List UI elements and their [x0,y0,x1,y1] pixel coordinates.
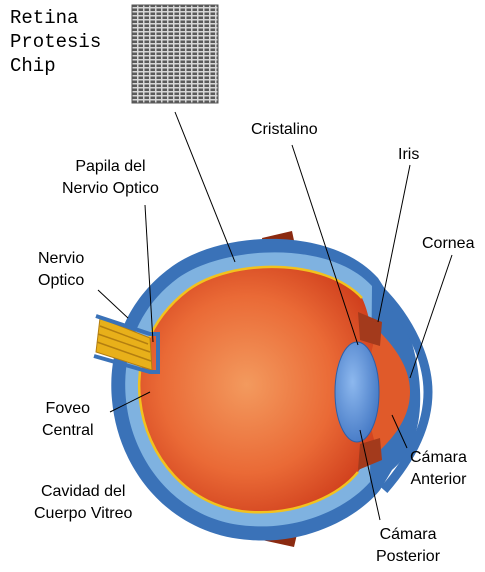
camara-anterior-label: Cámara Anterior [410,447,467,491]
foveo-label-line-2: Central [42,420,94,442]
chip-label-line-2: Protesis [10,30,101,54]
camara-posterior-line-1: Cámara [376,524,440,546]
camara-anterior-line-1: Cámara [410,447,467,469]
cristalino-label: Cristalino [251,119,318,141]
leader-chip [175,112,235,262]
camara-posterior-line-2: Posterior [376,546,440,568]
lens [335,342,379,442]
retina-chip-image [132,5,218,103]
iris-label: Iris [398,144,419,166]
camara-posterior-label: Cámara Posterior [376,524,440,568]
papila-label-line-1: Papila del [62,156,159,178]
chip-label: Retina Protesis Chip [10,6,101,78]
camara-anterior-line-2: Anterior [410,469,467,491]
papila-label: Papila del Nervio Optico [62,156,159,200]
cavidad-label-line-1: Cavidad del [34,481,132,503]
cornea-label: Cornea [422,233,474,255]
nervio-label-line-1: Nervio [38,248,84,270]
cavidad-label-line-2: Cuerpo Vitreo [34,503,132,525]
foveo-label-line-1: Foveo [42,398,94,420]
papila-label-line-2: Nervio Optico [62,178,159,200]
leader-iris [378,165,410,322]
cavidad-label: Cavidad del Cuerpo Vitreo [34,481,132,525]
leader-nervio [98,290,128,318]
nervio-label-line-2: Optico [38,270,84,292]
nervio-label: Nervio Optico [38,248,84,292]
chip-label-line-3: Chip [10,54,101,78]
chip-label-line-1: Retina [10,6,101,30]
leader-cornea [410,255,452,378]
foveo-label: Foveo Central [42,398,94,442]
